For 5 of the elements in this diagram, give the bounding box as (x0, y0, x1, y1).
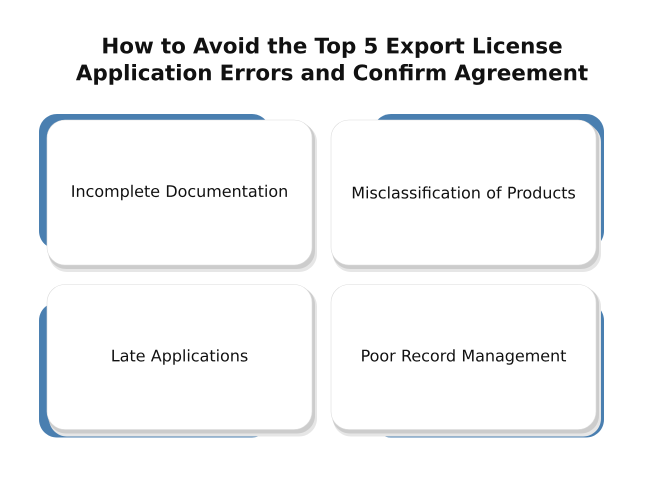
card: Poor Record Management (330, 284, 604, 438)
card: Late Applications (39, 284, 317, 438)
card: Misclassification of Products (330, 114, 604, 272)
card: Incomplete Documentation (39, 114, 317, 272)
title: How to Avoid the Top 5 Export License Application Errors and Confirm Agreement (76, 37, 588, 85)
